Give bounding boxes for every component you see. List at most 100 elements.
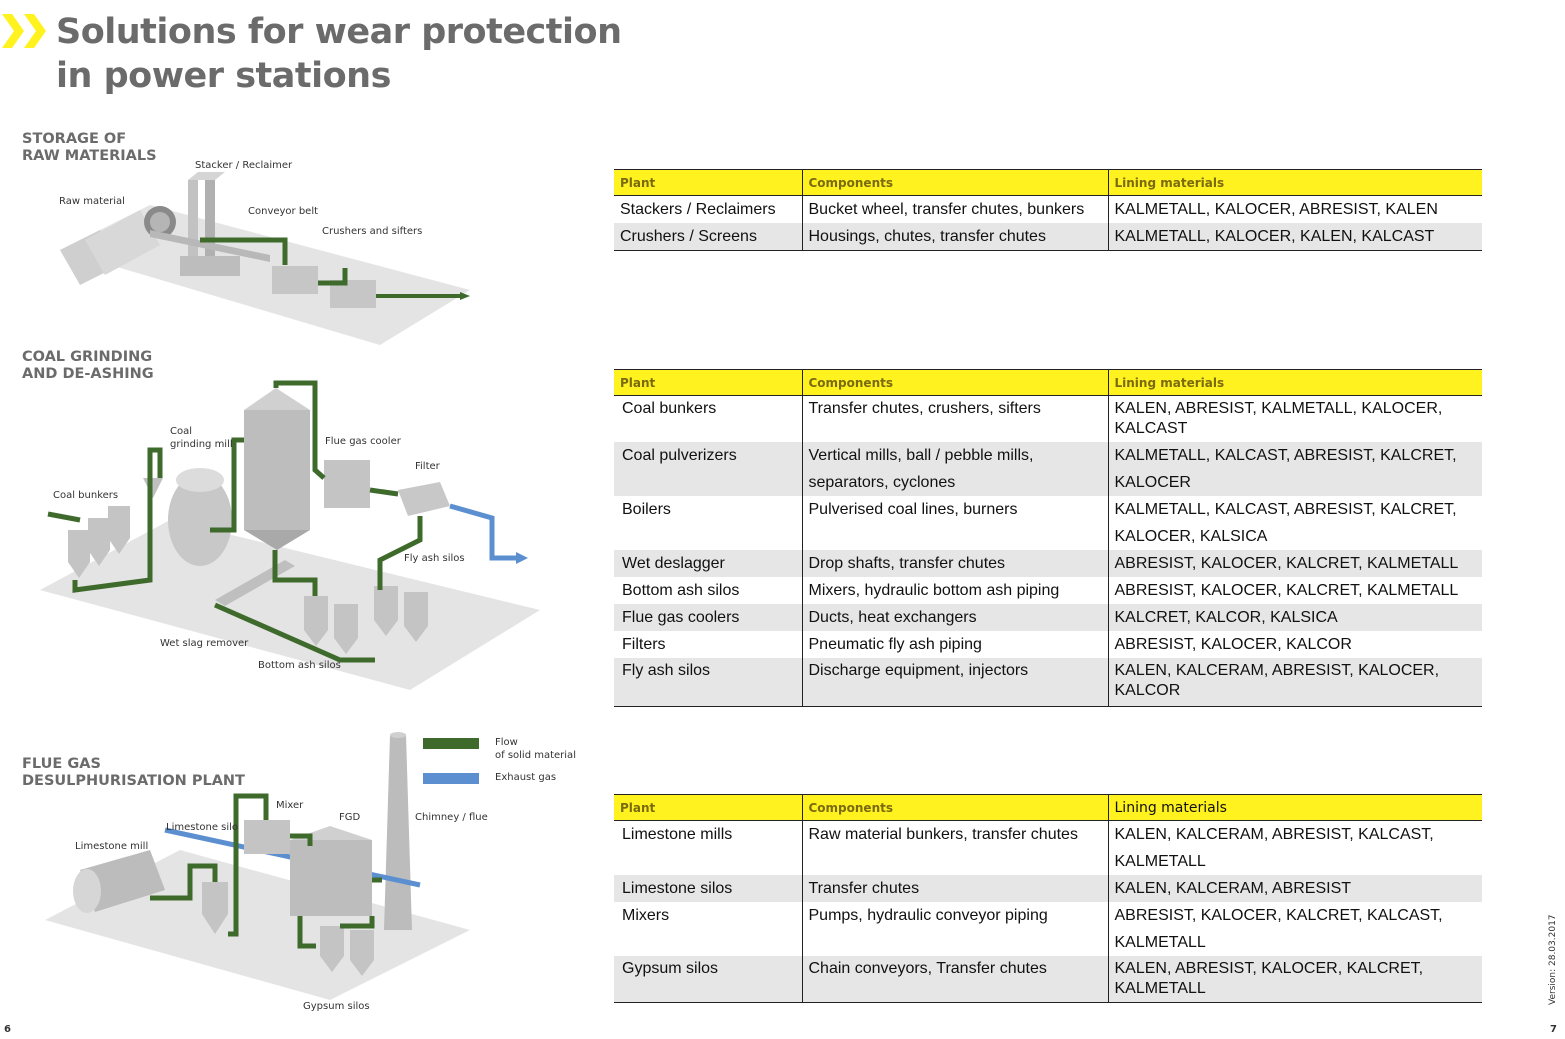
- cell: Fly ash silos: [614, 658, 802, 707]
- th-components: Components: [801, 794, 1108, 821]
- cell: Transfer chutes, crushers, sifters: [801, 395, 1108, 442]
- cell: Ducts, heat exchangers: [801, 604, 1108, 631]
- cell: Housings, chutes, transfer chutes: [801, 223, 1108, 251]
- solid-flow-line: [200, 237, 288, 265]
- label-mill-2: grinding mill: [170, 439, 233, 450]
- label-mill: Limestone mill: [75, 841, 148, 852]
- label-mixer: Mixer: [276, 800, 304, 811]
- table-row: Boilers Pulverised coal lines, burners K…: [614, 496, 1482, 550]
- page-number-left: 6: [4, 1024, 11, 1035]
- cell: Boilers: [622, 501, 671, 518]
- fgd-diagram: Mixer FGD Chimney / flue Limestone silo …: [45, 732, 488, 1012]
- cell: Wet deslagger: [614, 550, 802, 577]
- heading-line: FLUE GAS: [22, 756, 101, 772]
- limestone-silo: [202, 882, 228, 914]
- table-row: Coal pulverizers Vertical mills, ball / …: [614, 442, 1482, 496]
- table-row: Wet deslagger Drop shafts, transfer chut…: [614, 550, 1482, 577]
- cell: Filters: [622, 636, 666, 653]
- cell: ABRESIST, KALOCER, KALCRET, KALMETALL: [1107, 577, 1482, 604]
- version-label: Version: 28.03.2017: [1548, 914, 1558, 1005]
- cell: KALEN, ABRESIST, KALOCER, KALCRET, KALME…: [1107, 956, 1482, 1003]
- floor-slab: [60, 205, 470, 345]
- cell: Pumps, hydraulic conveyor piping: [801, 902, 1108, 956]
- solid-flow-lines: [47, 380, 423, 663]
- page-title-line1: Solutions for wear protection: [56, 12, 622, 52]
- bottom-ash-silos: [304, 596, 358, 654]
- fly-ash-silos: [374, 586, 428, 642]
- cell: KALEN, KALCERAM, ABRESIST, KALCAST, KALM…: [1107, 820, 1482, 875]
- cell: Coal bunkers: [622, 400, 717, 417]
- page-title-line2: in power stations: [56, 56, 391, 96]
- exhaust-gas-line: [449, 503, 518, 561]
- cell: ABRESIST, KALOCER, KALCRET, KALMETALL: [1107, 550, 1482, 577]
- label-gypsum: Gypsum silos: [303, 1001, 370, 1012]
- fgd-box: [290, 840, 372, 916]
- legend-exhaust-swatch: [423, 773, 479, 784]
- section-heading-storage: STORAGE OF RAW MATERIALS: [22, 131, 157, 165]
- cell: KALMETALL, KALCAST, ABRESIST, KALCRET, K…: [1107, 496, 1482, 550]
- table-row: Mixers Pumps, hydraulic conveyor piping …: [614, 902, 1482, 956]
- cell: Flue gas coolers: [614, 604, 802, 631]
- storage-diagram: Stacker / Reclaimer Raw material Conveyo…: [59, 160, 470, 345]
- limestone-mill: [73, 850, 165, 913]
- th-plant: Plant: [614, 794, 802, 821]
- cell: Gypsum silos: [614, 956, 802, 1003]
- label-stacker: Stacker / Reclaimer: [195, 160, 293, 171]
- th-lining: Lining materials: [1107, 169, 1482, 196]
- cell: ABRESIST, KALOCER, KALCRET, KALCAST, KAL…: [1107, 902, 1482, 956]
- th-plant: Plant: [614, 169, 802, 196]
- coal-grinding-diagram: Coal grinding mill Flue gas cooler Filte…: [40, 380, 540, 690]
- cell: Pulverised coal lines, burners: [801, 496, 1108, 550]
- table-row: Stackers / Reclaimers Bucket wheel, tran…: [614, 195, 1482, 223]
- label-mill: Coal: [170, 426, 192, 437]
- heading-line: DESULPHURISATION PLANT: [22, 773, 245, 789]
- label-filter: Filter: [415, 461, 441, 472]
- filter-box: [398, 482, 450, 516]
- label-silo: Limestone silo: [166, 822, 238, 833]
- table-row: Fly ash silos Discharge equipment, injec…: [614, 658, 1482, 707]
- table-row: Flue gas coolers Ducts, heat exchangers …: [614, 604, 1482, 631]
- cell: Limestone silos: [614, 875, 802, 902]
- page-title: Solutions for wear protection in power s…: [56, 10, 622, 98]
- section-heading-coal: COAL GRINDING AND DE-ASHING: [22, 349, 154, 383]
- table-row: Crushers / Screens Housings, chutes, tra…: [614, 223, 1482, 251]
- label-wetslag: Wet slag remover: [160, 638, 249, 649]
- solid-flow-lines: [150, 793, 382, 949]
- cell: Vertical mills, ball / pebble mills, sep…: [801, 442, 1108, 496]
- cell: Drop shafts, transfer chutes: [801, 550, 1108, 577]
- label-chimney: Chimney / flue: [415, 812, 488, 823]
- heading-line: STORAGE OF: [22, 131, 127, 147]
- legend-exhaust-label: Exhaust gas: [495, 772, 557, 783]
- label-fgc: Flue gas cooler: [325, 436, 402, 447]
- heading-line: RAW MATERIALS: [22, 148, 157, 164]
- floor-slab: [40, 520, 540, 690]
- label-conveyor: Conveyor belt: [248, 206, 318, 217]
- cell: KALCRET, KALCOR, KALSICA: [1107, 604, 1482, 631]
- th-lining: Lining materials: [1107, 369, 1482, 396]
- mill-hopper: [143, 478, 163, 498]
- chimney: [384, 735, 412, 930]
- table-row: Limestone mills Raw material bunkers, tr…: [614, 820, 1482, 875]
- heading-line: AND DE-ASHING: [22, 366, 154, 382]
- label-fgd: FGD: [339, 812, 361, 823]
- conveyor-belt: [150, 230, 270, 262]
- th-components: Components: [801, 169, 1108, 196]
- mixer-box: [244, 820, 290, 854]
- table-row: Filters Pneumatic fly ash piping ABRESIS…: [614, 631, 1482, 658]
- cell: Transfer chutes: [801, 875, 1108, 902]
- legend-solid-swatch: [423, 738, 479, 749]
- flue-gas-cooler: [324, 460, 370, 508]
- legend-solid-label: Flow of solid material: [495, 736, 576, 762]
- table-storage: Plant Components Lining materials Stacke…: [614, 169, 1482, 251]
- cell: Pneumatic fly ash piping: [801, 631, 1108, 658]
- cell: Bucket wheel, transfer chutes, bunkers: [801, 195, 1108, 223]
- double-chevron-icon: [2, 14, 46, 48]
- grinding-mill: [168, 474, 232, 566]
- th-plant: Plant: [614, 369, 802, 396]
- page-number-right: 7: [1550, 1024, 1557, 1035]
- table-fgd: Plant Components Lining materials Limest…: [614, 794, 1482, 1003]
- cell: KALEN, ABRESIST, KALMETALL, KALOCER, KAL…: [1107, 395, 1482, 442]
- cell: Mixers: [622, 907, 670, 924]
- cell: Discharge equipment, injectors: [801, 658, 1108, 707]
- cell: KALMETALL, KALCAST, ABRESIST, KALCRET, K…: [1107, 442, 1482, 496]
